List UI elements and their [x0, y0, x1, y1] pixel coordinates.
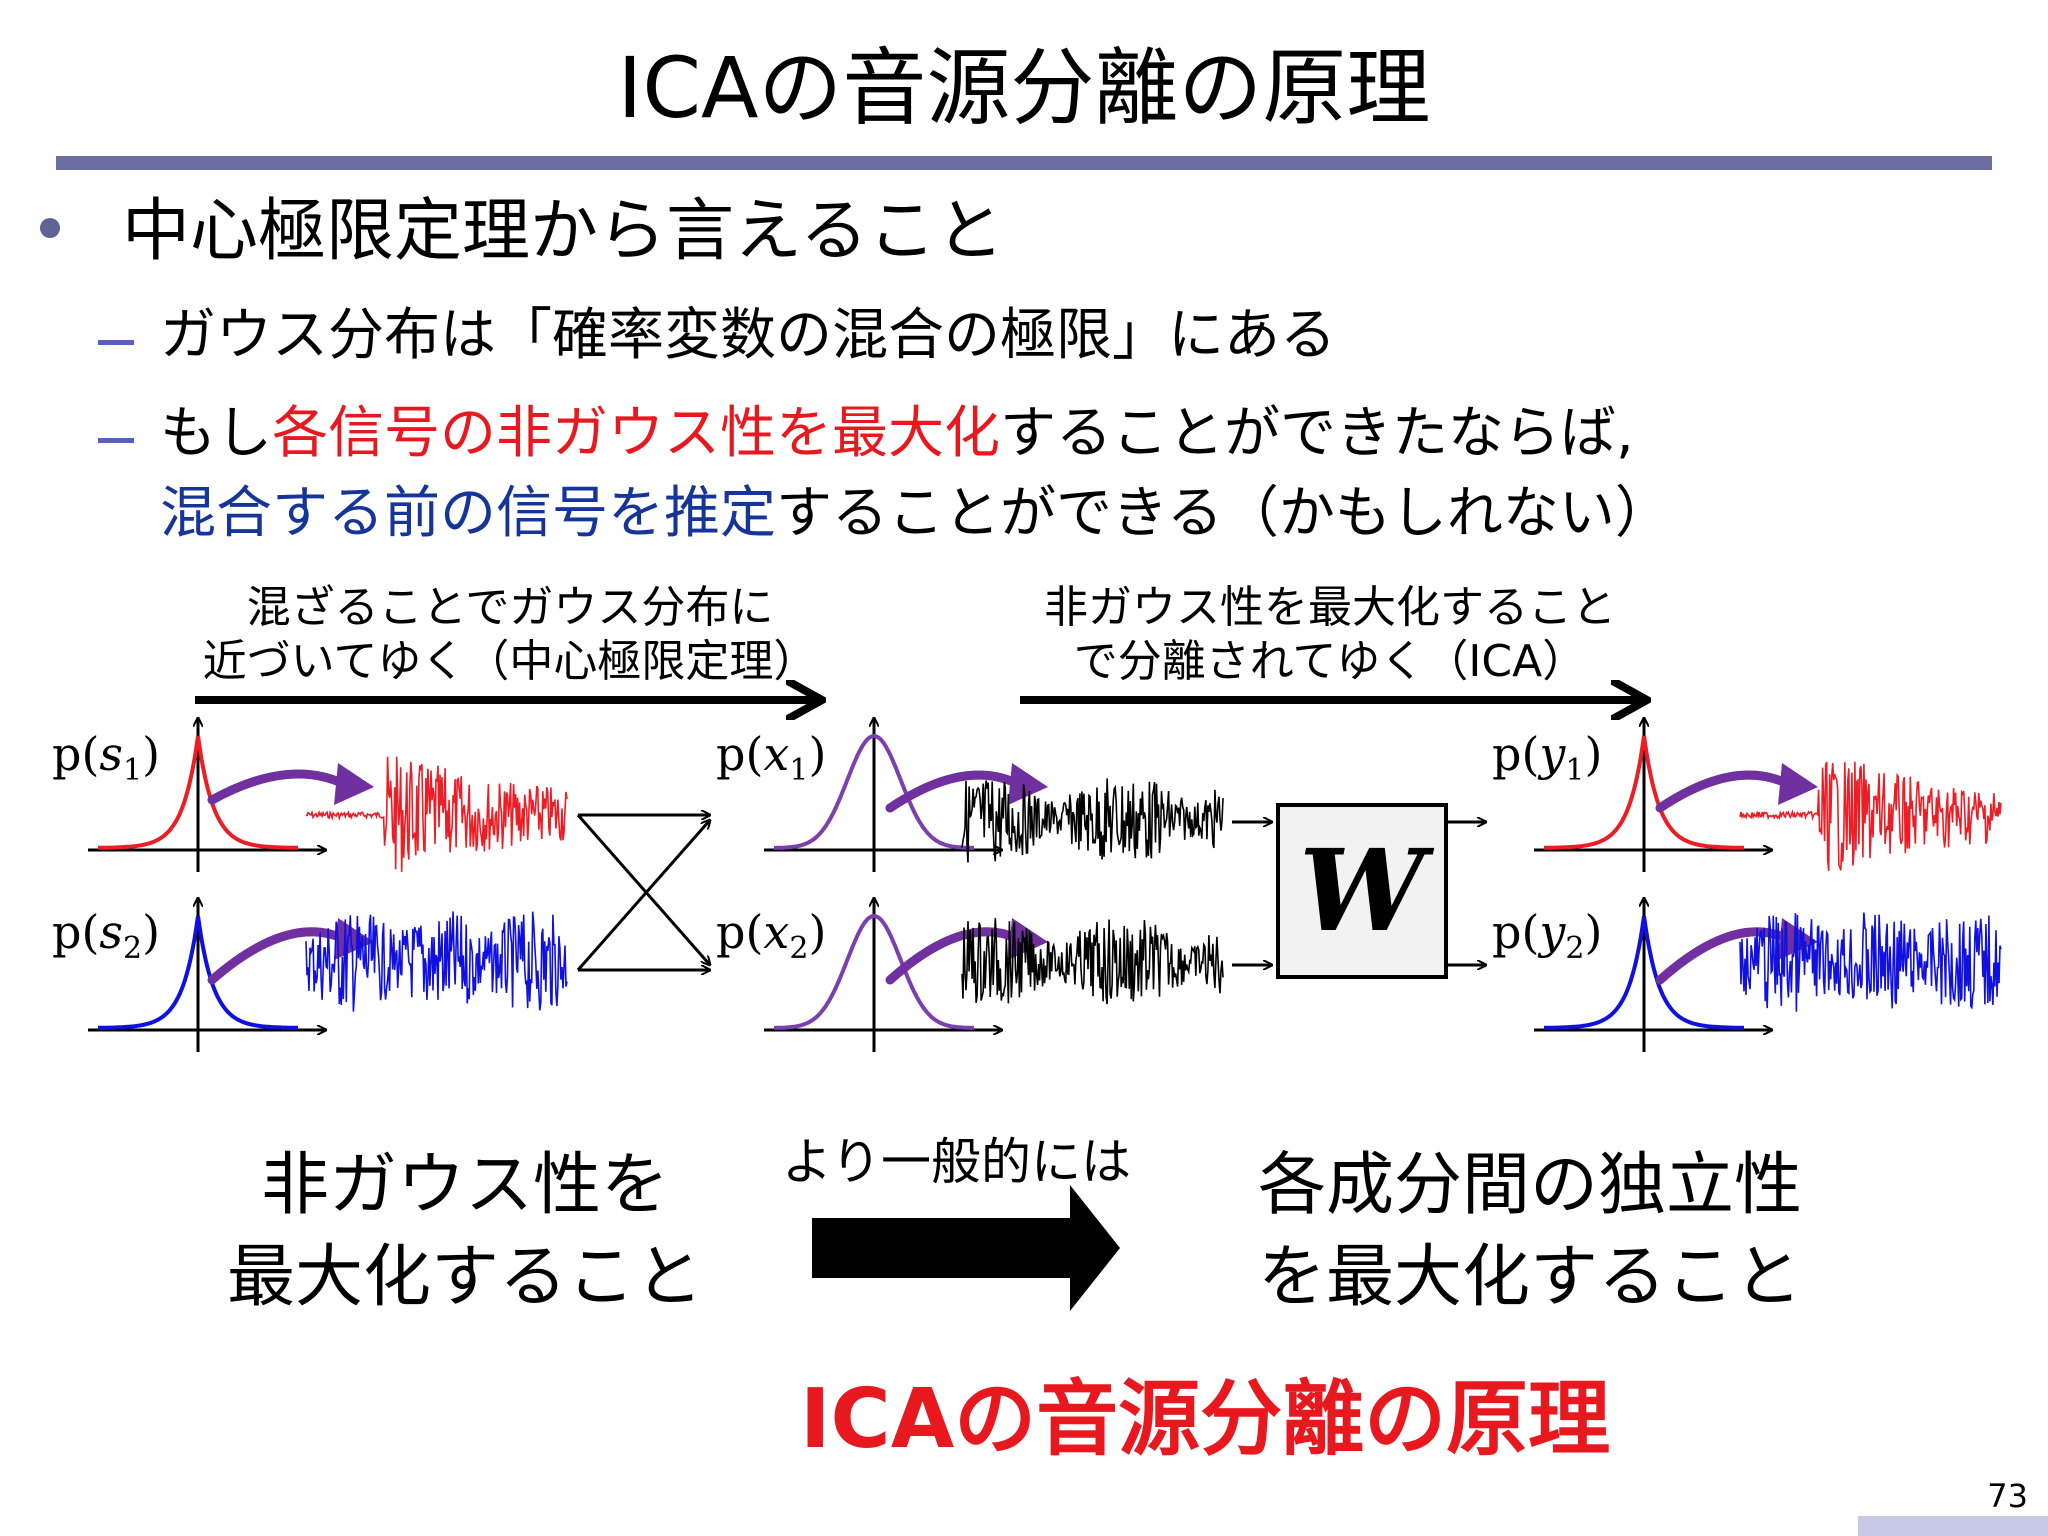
density-curve	[98, 915, 298, 1030]
density-curve	[774, 733, 974, 850]
label-p-x1: p(x1)	[716, 727, 826, 788]
title-underline	[56, 156, 1992, 170]
waveform-y2	[1739, 912, 2002, 1012]
label-p-y1: p(y1)	[1492, 727, 1602, 788]
sub-bullet-1: ガウス分布は「確率変数の混合の極限」にある	[160, 303, 1336, 368]
curved-arrow-shaft	[885, 927, 1025, 985]
label-p-s2: p(s2)	[52, 905, 160, 966]
density-curve	[774, 913, 974, 1030]
dash-marker-2	[98, 438, 134, 443]
label-p-y2: p(y2)	[1492, 905, 1602, 966]
bullet-marker	[40, 218, 60, 238]
conclusion-left-line1: 非ガウス性を	[260, 1146, 669, 1225]
right-caption-line2: で分離されてゆく（ICA）	[1073, 636, 1587, 687]
sub-bullet-2-line2: 混合する前の信号を推定することができる（かもしれない）	[160, 478, 1671, 550]
conclusion-left-line2: 最大化すること	[226, 1238, 703, 1317]
slide-title: ICAの音源分離の原理	[617, 39, 1431, 137]
curved-arrow-head	[334, 763, 374, 805]
conclusion-right-line1: 各成分間の独立性	[1257, 1146, 1802, 1225]
generalization-label: より一般的には	[782, 1133, 1131, 1191]
density-curve	[1544, 735, 1744, 850]
unmixing-matrix-box	[1276, 803, 1448, 979]
sub2-pre: もし	[160, 401, 272, 466]
page-number: 73	[1987, 1477, 2028, 1515]
density-s2	[88, 898, 326, 1052]
label-p-s1: p(s1)	[52, 727, 160, 788]
waveform-x1	[961, 778, 1224, 863]
sub2-post: することができたならば,	[1000, 401, 1634, 466]
curved-arrow-head	[1778, 763, 1818, 805]
waveform-x2	[961, 918, 1224, 1005]
density-x2	[764, 898, 1002, 1052]
generalization-arrow	[812, 1185, 1120, 1311]
dash-marker-1	[98, 340, 134, 345]
density-y2	[1534, 898, 1772, 1052]
sub2-red-emphasis: 各信号の非ガウス性を最大化	[272, 401, 1000, 466]
right-caption-line1: 非ガウス性を最大化すること	[1044, 582, 1616, 633]
mixing-cross	[576, 815, 710, 970]
left-caption-line1: 混ざることでガウス分布に	[246, 582, 774, 633]
principle-statement: ICAの音源分離の原理	[800, 1372, 1611, 1467]
arrow-s1-to-signal	[207, 763, 374, 805]
sub-bullet-2-line1: もし各信号の非ガウス性を最大化することができたならば,	[160, 398, 1634, 470]
curved-arrow-shaft	[207, 927, 351, 985]
density-curve	[98, 735, 298, 850]
waveform-y1	[1739, 761, 2002, 871]
curved-arrow-shaft	[207, 769, 351, 805]
density-x1	[764, 718, 1002, 872]
label-p-x2: p(x2)	[716, 905, 826, 966]
density-curve	[1544, 915, 1744, 1030]
waveform-s1	[305, 756, 568, 872]
bullet-main: 中心極限定理から言えること	[122, 192, 1004, 271]
arrow-x1-to-signal	[885, 763, 1048, 813]
conclusion-right-line2: を最大化すること	[1257, 1238, 1802, 1317]
footer-bar	[1858, 1516, 2048, 1536]
unmixing-matrix-label: W	[1299, 826, 1435, 957]
density-y1	[1534, 718, 1772, 872]
arrow-y1-to-signal	[1655, 763, 1818, 813]
curved-arrow-shaft	[885, 770, 1025, 813]
density-s1	[88, 718, 326, 872]
curved-arrow-head	[1008, 763, 1048, 805]
curved-arrow-shaft	[1655, 770, 1795, 813]
sub2-line2-post: することができる（かもしれない）	[776, 481, 1671, 546]
w-io-arrows	[1232, 822, 1486, 965]
sub2-blue-emphasis: 混合する前の信号を推定	[160, 481, 776, 546]
waveform-s2	[305, 911, 568, 1012]
left-caption-line2: 近づいてゆく（中心極限定理）	[202, 636, 818, 687]
